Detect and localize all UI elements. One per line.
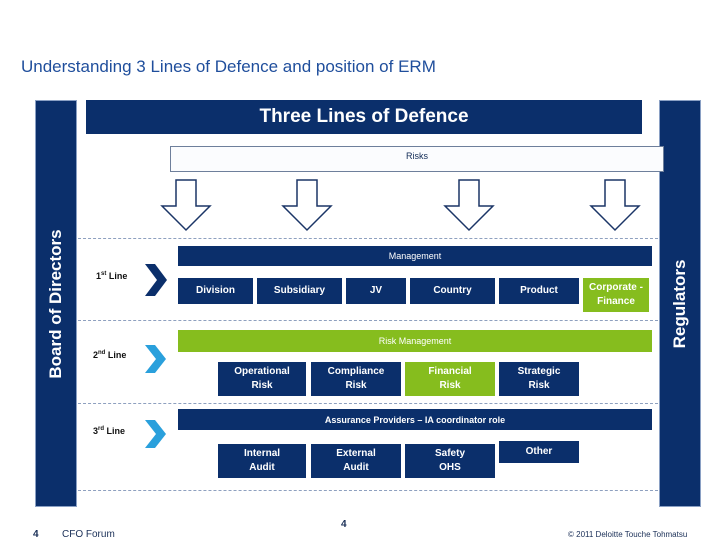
- assurance-item: External Audit: [311, 444, 401, 478]
- risk-management-band: Risk Management: [178, 330, 652, 352]
- risk-item: Compliance Risk: [311, 362, 401, 396]
- regulators-label: Regulators: [670, 259, 689, 348]
- down-arrow-icon: [589, 179, 641, 232]
- board-of-directors-bar: Board of Directors: [35, 100, 77, 507]
- risk-item: Financial Risk: [405, 362, 495, 396]
- footer-page-number: 4: [33, 529, 39, 540]
- risk-item: Strategic Risk: [499, 362, 579, 396]
- page-title: Understanding 3 Lines of Defence and pos…: [21, 57, 436, 76]
- assurance-item: Internal Audit: [218, 444, 306, 478]
- down-arrow-icon: [160, 179, 212, 232]
- assurance-item: Safety OHS: [405, 444, 495, 478]
- management-band: Management: [178, 246, 652, 266]
- separator: [78, 320, 658, 321]
- footer-copyright: © 2011 Deloitte Touche Tohmatsu: [568, 530, 688, 539]
- separator: [78, 490, 658, 491]
- chevron-dark-icon: [145, 264, 167, 296]
- assurance-item: Other: [499, 441, 579, 463]
- separator: [78, 238, 658, 239]
- assurance-band: Assurance Providers – IA coordinator rol…: [178, 409, 652, 430]
- arrows-group: [160, 179, 641, 232]
- management-item: Country: [410, 278, 495, 304]
- management-item: Subsidiary: [257, 278, 342, 304]
- footer-center-page: 4: [341, 519, 347, 530]
- management-item: Product: [499, 278, 579, 304]
- management-item: Division: [178, 278, 253, 304]
- risks-box: Risks: [170, 146, 664, 172]
- footer-forum: CFO Forum: [62, 529, 115, 540]
- chevron-blue-icon: [145, 420, 166, 448]
- second-line-label: 2nd Line: [93, 350, 127, 360]
- management-item-corporate-finance: Corporate - Finance: [583, 278, 649, 312]
- chevron-blue-icon: [145, 345, 166, 373]
- down-arrow-icon: [443, 179, 495, 232]
- regulators-bar: Regulators: [659, 100, 701, 507]
- separator: [78, 403, 658, 404]
- management-item: JV: [346, 278, 406, 304]
- third-line-label: 3rd Line: [93, 426, 126, 436]
- three-lines-header: Three Lines of Defence: [86, 100, 642, 134]
- board-of-directors-label: Board of Directors: [46, 228, 65, 379]
- down-arrow-icon: [281, 179, 333, 232]
- first-line-label: 1st Line: [96, 271, 128, 281]
- risk-item: Operational Risk: [218, 362, 306, 396]
